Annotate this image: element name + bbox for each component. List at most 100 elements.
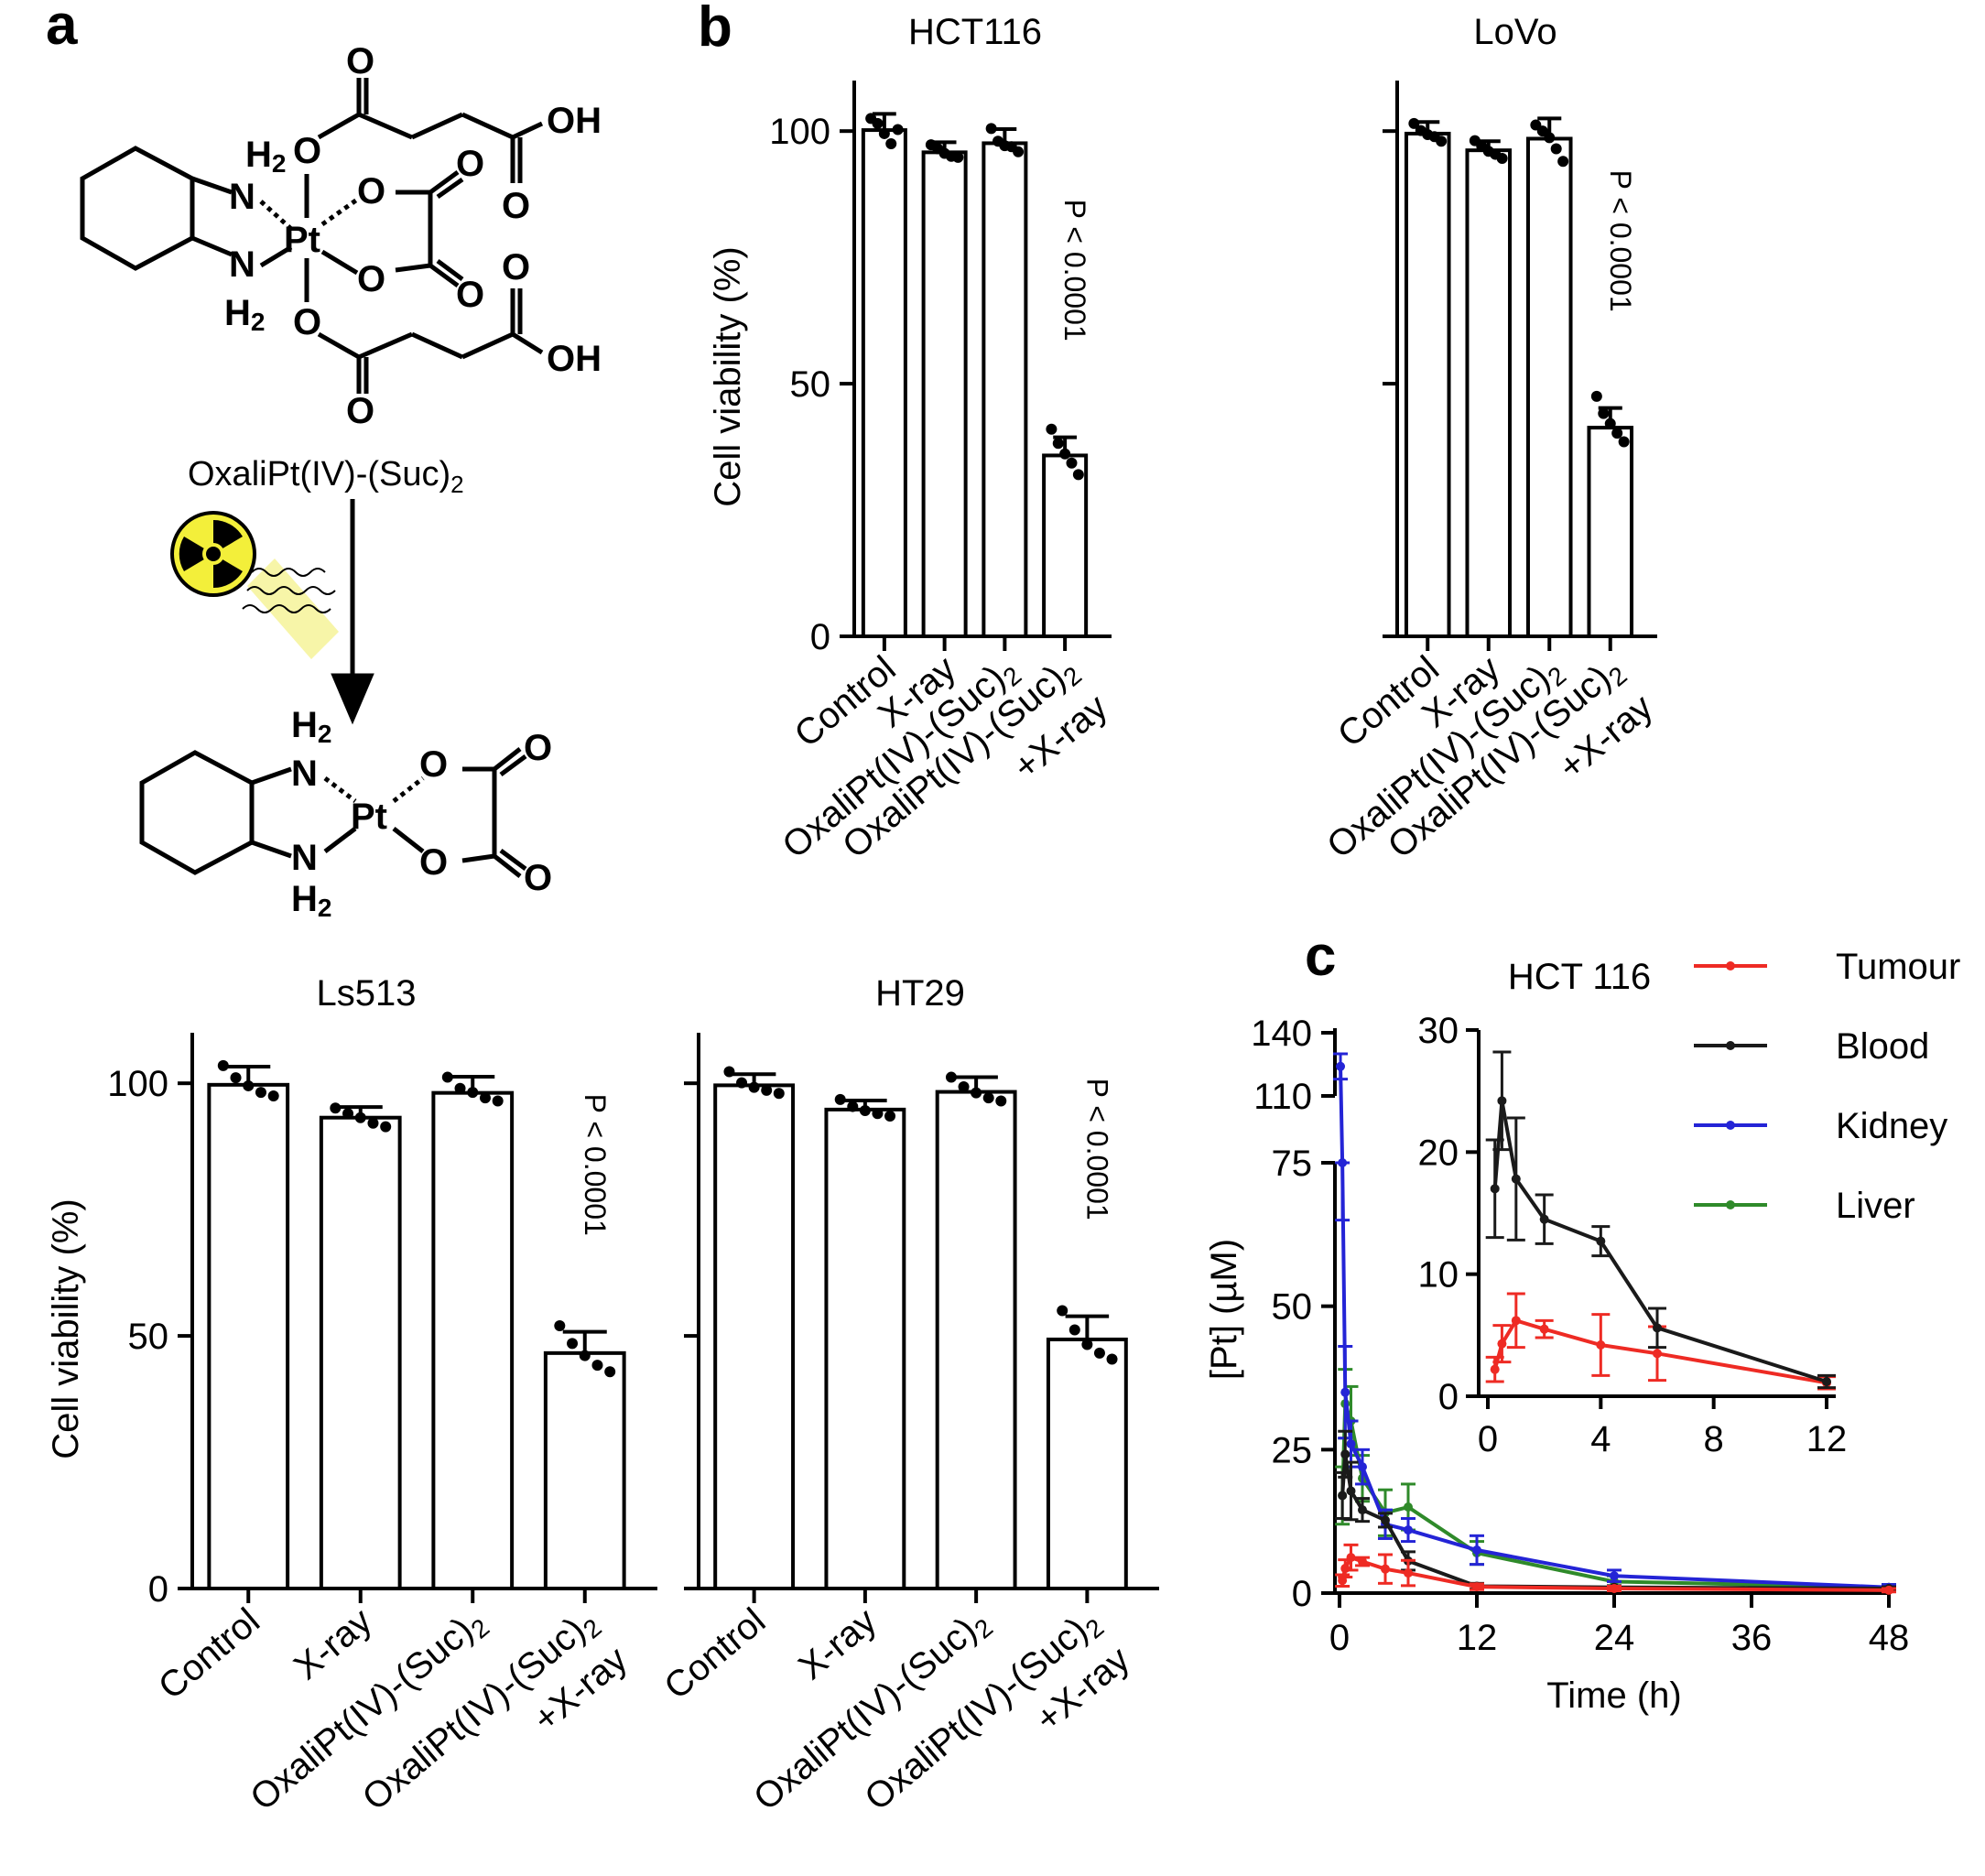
inset-y-tick-label: 0 — [1438, 1377, 1459, 1417]
data-point — [872, 1108, 884, 1120]
category-label: X-ray — [287, 1600, 379, 1687]
y-tick-label: 75 — [1272, 1144, 1313, 1184]
data-point — [892, 124, 904, 136]
data-point — [1472, 1545, 1481, 1555]
atom-pt-bottom: Pt — [351, 797, 387, 837]
data-point — [1093, 1347, 1105, 1359]
bond-pt-o-eq-top — [320, 197, 359, 227]
bar — [1587, 426, 1634, 638]
panel-label-a: a — [46, 0, 78, 57]
data-point — [554, 1320, 566, 1332]
data-point — [1436, 136, 1448, 147]
p-value-annotation: P < 0.0001 — [1080, 1079, 1113, 1220]
bar — [207, 1082, 290, 1590]
data-point — [1611, 428, 1623, 439]
y-tick-label: 0 — [1292, 1574, 1312, 1614]
data-point — [467, 1087, 479, 1099]
atom-o-b-top: O — [419, 744, 448, 785]
data-point — [723, 1066, 735, 1078]
p-value-annotation: P < 0.0001 — [1604, 170, 1637, 312]
x-tick-label: 36 — [1731, 1618, 1773, 1658]
atom-o-b-bottom: O — [419, 842, 448, 883]
cyclohexane-ring-bottom — [139, 750, 255, 875]
atom-oh-top: OH — [547, 101, 602, 141]
series-line-kidney — [1339, 1066, 1890, 1589]
y-tick-label: 110 — [1253, 1077, 1312, 1117]
data-point — [1340, 1387, 1350, 1397]
data-point — [971, 1087, 982, 1099]
y-tick-label: 25 — [1272, 1430, 1313, 1470]
data-point — [267, 1090, 279, 1101]
atom-o-carbonyl-top: O — [346, 41, 374, 81]
data-point — [217, 1059, 229, 1071]
atom-h2-bottom: H2 — [224, 293, 265, 336]
chart-title: HCT116 — [908, 12, 1042, 52]
bond-c-n-bottom — [191, 235, 233, 257]
data-point — [1610, 1583, 1619, 1593]
data-point — [604, 1366, 616, 1378]
data-point — [1106, 1353, 1118, 1365]
bar — [713, 1083, 796, 1590]
data-point — [492, 1095, 504, 1107]
bond-co-bottom — [428, 263, 460, 288]
bar — [935, 1090, 1017, 1590]
legend-marker — [1726, 1041, 1735, 1050]
data-point — [441, 1071, 453, 1083]
data-point — [748, 1081, 760, 1093]
chart-title: HT29 — [875, 973, 965, 1014]
data-point — [1408, 117, 1420, 129]
y-tick-label: 50 — [790, 364, 831, 405]
x-tick-label: 48 — [1869, 1618, 1910, 1658]
p-value-annotation: P < 0.0001 — [1058, 200, 1091, 342]
inset-data-point — [1539, 1324, 1549, 1334]
data-point — [330, 1102, 342, 1114]
data-point — [255, 1087, 266, 1099]
inset-data-point — [1596, 1236, 1606, 1246]
data-point — [985, 123, 997, 135]
data-point — [567, 1338, 579, 1350]
atom-h2-top: H2 — [245, 135, 286, 178]
inset-data-point — [1511, 1174, 1521, 1184]
atom-o-b-c-top: O — [524, 728, 552, 768]
atom-o-oxalate-bottom: O — [456, 275, 484, 315]
atom-o-oxalate-top: O — [456, 144, 484, 184]
data-point — [579, 1350, 591, 1361]
reaction-scheme — [80, 78, 544, 878]
x-tick-label: 0 — [1329, 1618, 1350, 1658]
legend-marker — [1726, 1121, 1735, 1130]
bond-pt-o-eq-bottom — [320, 249, 359, 276]
data-point — [952, 151, 964, 163]
data-point — [1358, 1556, 1367, 1567]
data-point — [1496, 152, 1508, 164]
legend-marker — [1726, 1200, 1735, 1209]
atom-o-acid-bottom: O — [502, 247, 530, 287]
data-point — [1072, 469, 1084, 481]
atom-n-b-top: N — [291, 754, 318, 794]
data-point — [1066, 457, 1078, 469]
data-point — [342, 1108, 354, 1120]
inset-data-point — [1490, 1364, 1500, 1374]
compound-name: OxaliPt(IV)-(Suc)2 — [188, 455, 464, 498]
category-label: Control — [656, 1600, 773, 1708]
bond-oxalate-bottom — [395, 263, 431, 273]
y-tick-label: 100 — [107, 1064, 168, 1104]
inset-y-tick-label: 10 — [1418, 1255, 1459, 1296]
data-point — [591, 1360, 603, 1372]
bar — [1465, 148, 1513, 639]
bond-succinate-top-1 — [317, 112, 361, 140]
data-point — [1052, 438, 1064, 450]
bar — [543, 1350, 626, 1591]
data-point — [1338, 1491, 1348, 1501]
data-point — [1610, 1571, 1619, 1581]
y-axis-label: Cell viability (%) — [708, 246, 748, 507]
data-point — [878, 127, 890, 139]
data-point — [380, 1121, 392, 1133]
bond-co-top — [428, 169, 460, 195]
y-tick-label: 50 — [128, 1317, 169, 1357]
data-point — [761, 1084, 773, 1096]
atom-n-b-bottom: N — [291, 838, 318, 878]
bar — [861, 128, 907, 638]
